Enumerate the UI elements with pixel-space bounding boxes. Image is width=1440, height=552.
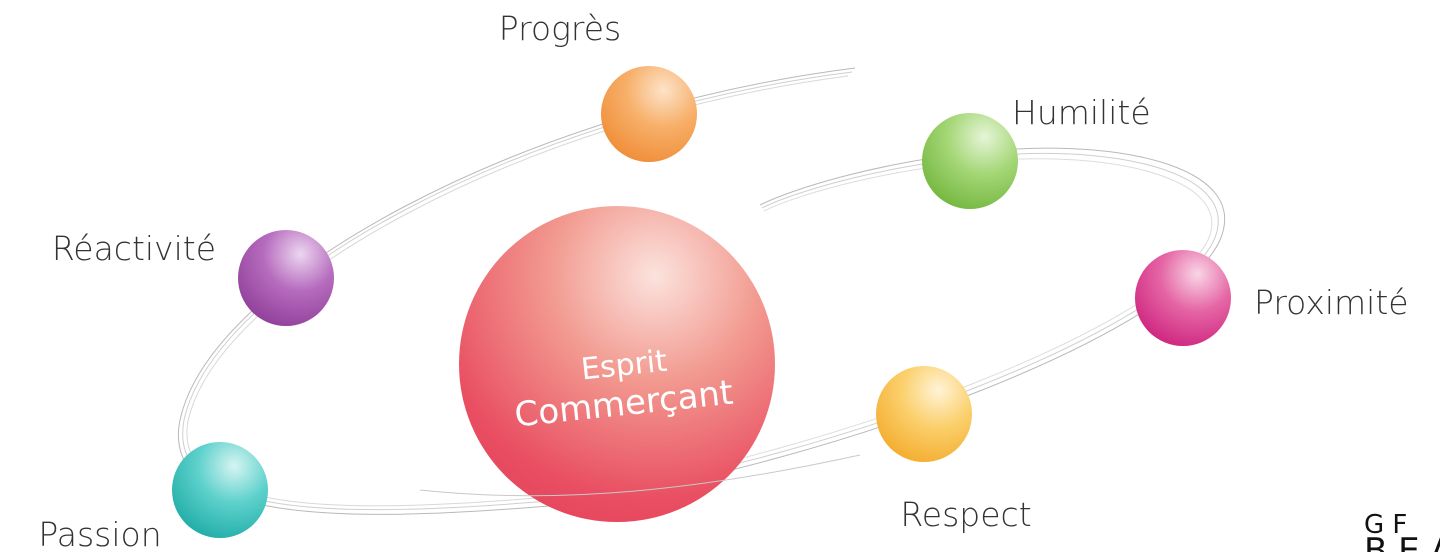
logo-line2: B E A (1364, 531, 1440, 552)
progres-label: Progrès (499, 9, 622, 48)
value-respect: Respect (876, 366, 1032, 534)
reactivite-sphere (238, 230, 334, 326)
value-reactivite: Réactivité (52, 229, 334, 326)
value-passion: Passion (38, 442, 268, 552)
logo-line1: G F (1364, 510, 1407, 540)
value-progres: Progrès (499, 9, 697, 162)
passion-label: Passion (38, 515, 161, 552)
respect-sphere (876, 366, 972, 462)
respect-label: Respect (900, 495, 1031, 534)
humilite-label: Humilité (1012, 93, 1151, 132)
value-humilite: Humilité (922, 93, 1151, 209)
proximite-sphere (1135, 250, 1231, 346)
brand-logo: G F B E A (1364, 510, 1440, 552)
progres-sphere (601, 66, 697, 162)
proximite-label: Proximité (1254, 283, 1409, 322)
humilite-sphere (922, 113, 1018, 209)
center-sphere: Esprit Commerçant (459, 206, 775, 522)
reactivite-label: Réactivité (52, 229, 216, 268)
value-proximite: Proximité (1135, 250, 1409, 346)
passion-sphere (172, 442, 268, 538)
orbit-front-segment (419, 454, 861, 497)
